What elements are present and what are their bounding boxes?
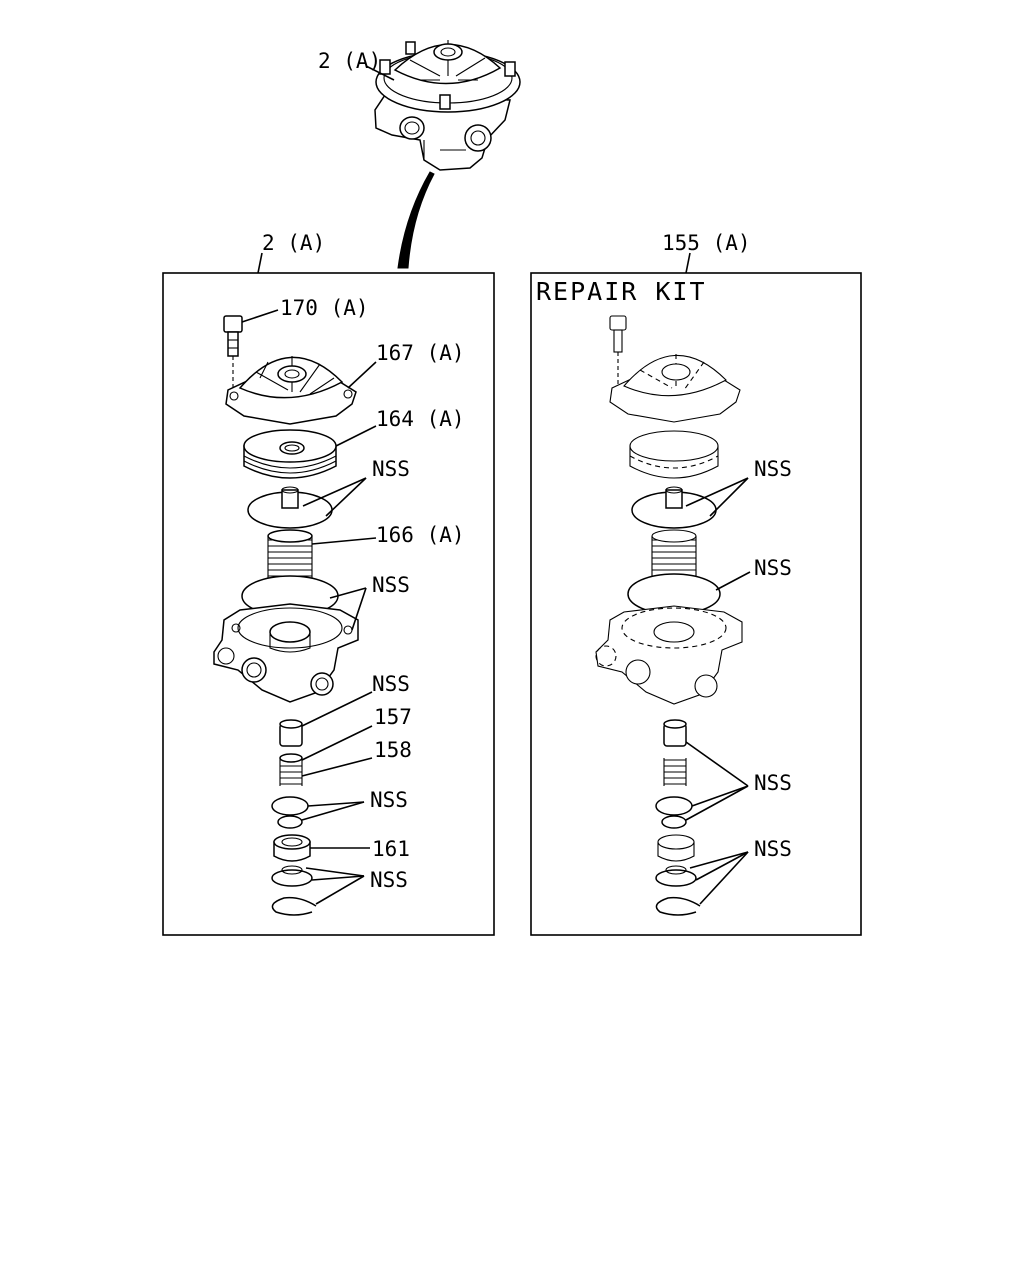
repair-kit-title: REPAIR KIT — [536, 277, 707, 306]
right-box — [530, 272, 862, 936]
label-nss-valve-right: NSS — [754, 771, 792, 795]
label-161: 161 — [372, 837, 410, 861]
label-bolt-170: 170 (A) — [280, 296, 369, 320]
label-nss-body-left: NSS — [372, 573, 410, 597]
bolt-170 — [223, 315, 243, 388]
part-157 — [279, 753, 303, 786]
valve-cup-right — [663, 719, 687, 747]
assembled-valve — [374, 40, 521, 171]
piston-164 — [243, 429, 337, 479]
label-158: 158 — [374, 738, 412, 762]
label-nss-diaphragm-right: NSS — [754, 457, 792, 481]
ghost-body — [595, 605, 743, 705]
label-nss-rings-left: NSS — [370, 788, 408, 812]
ghost-small-spring — [663, 758, 687, 786]
label-nss-diaphragm-left: NSS — [372, 457, 410, 481]
clips-right — [655, 865, 701, 916]
left-box — [162, 272, 495, 936]
rings-left — [271, 796, 309, 829]
label-157: 157 — [374, 705, 412, 729]
part-161 — [273, 834, 311, 862]
label-nss-clips-right: NSS — [754, 837, 792, 861]
label-top-assembly: 2 (A) — [318, 49, 381, 73]
ghost-piston — [629, 430, 719, 479]
body-left — [213, 575, 359, 703]
ghost-cover — [609, 354, 741, 423]
label-nss-clips-left: NSS — [370, 868, 408, 892]
ghost-161 — [657, 834, 695, 862]
connector-arrow — [397, 171, 435, 269]
label-piston-164: 164 (A) — [376, 407, 465, 431]
label-right-box: 155 (A) — [662, 231, 751, 255]
diaphragm-right — [631, 486, 717, 529]
ghost-bolt — [609, 315, 627, 384]
label-spring-166: 166 (A) — [376, 523, 465, 547]
label-cover-167: 167 (A) — [376, 341, 465, 365]
label-nss-spring-right: NSS — [754, 556, 792, 580]
cover-167 — [225, 356, 357, 425]
rings-right — [655, 796, 693, 829]
diaphragm-left — [247, 486, 333, 529]
label-left-box: 2 (A) — [262, 231, 325, 255]
ghost-spring — [651, 529, 697, 580]
valve-cup-left — [279, 719, 303, 747]
clips-left — [271, 865, 317, 916]
label-nss-lower-left: NSS — [372, 672, 410, 696]
